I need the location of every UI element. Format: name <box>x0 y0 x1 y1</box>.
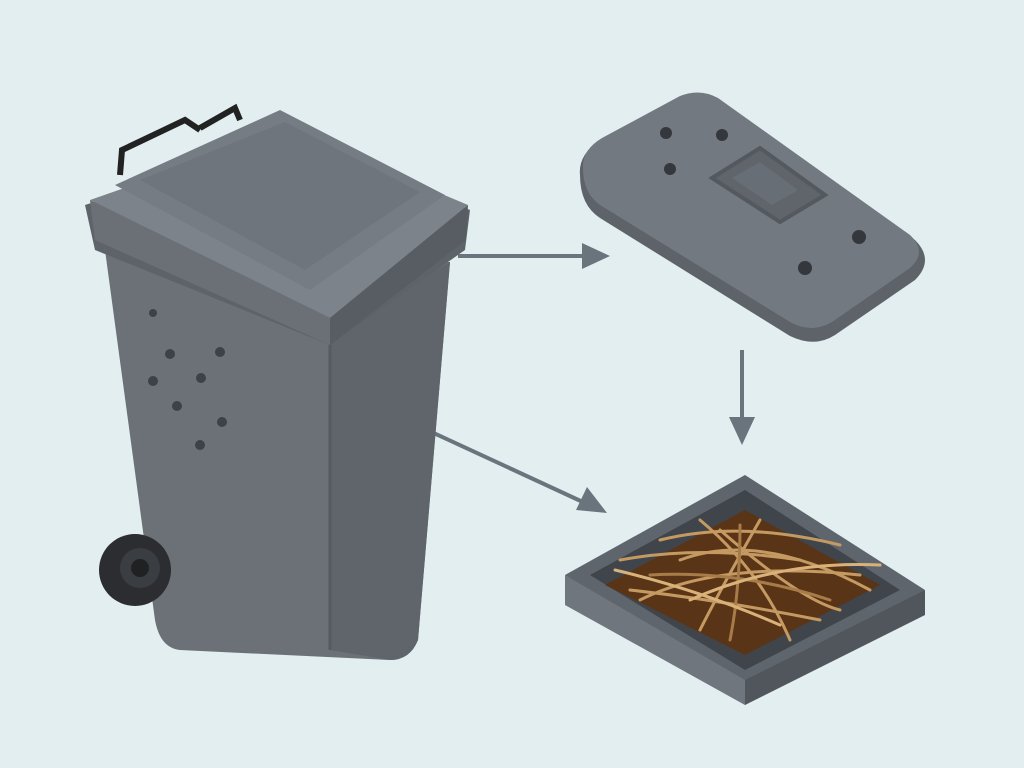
arrow-lid-to-tray <box>729 350 755 445</box>
handle-icon <box>117 103 243 176</box>
compost-tray-icon <box>565 475 925 705</box>
bin-lid-icon <box>579 92 925 342</box>
straw <box>613 518 882 642</box>
arrow-bin-to-lid <box>458 243 610 269</box>
vent-holes <box>148 309 227 450</box>
wheelie-bin-icon <box>85 103 470 660</box>
